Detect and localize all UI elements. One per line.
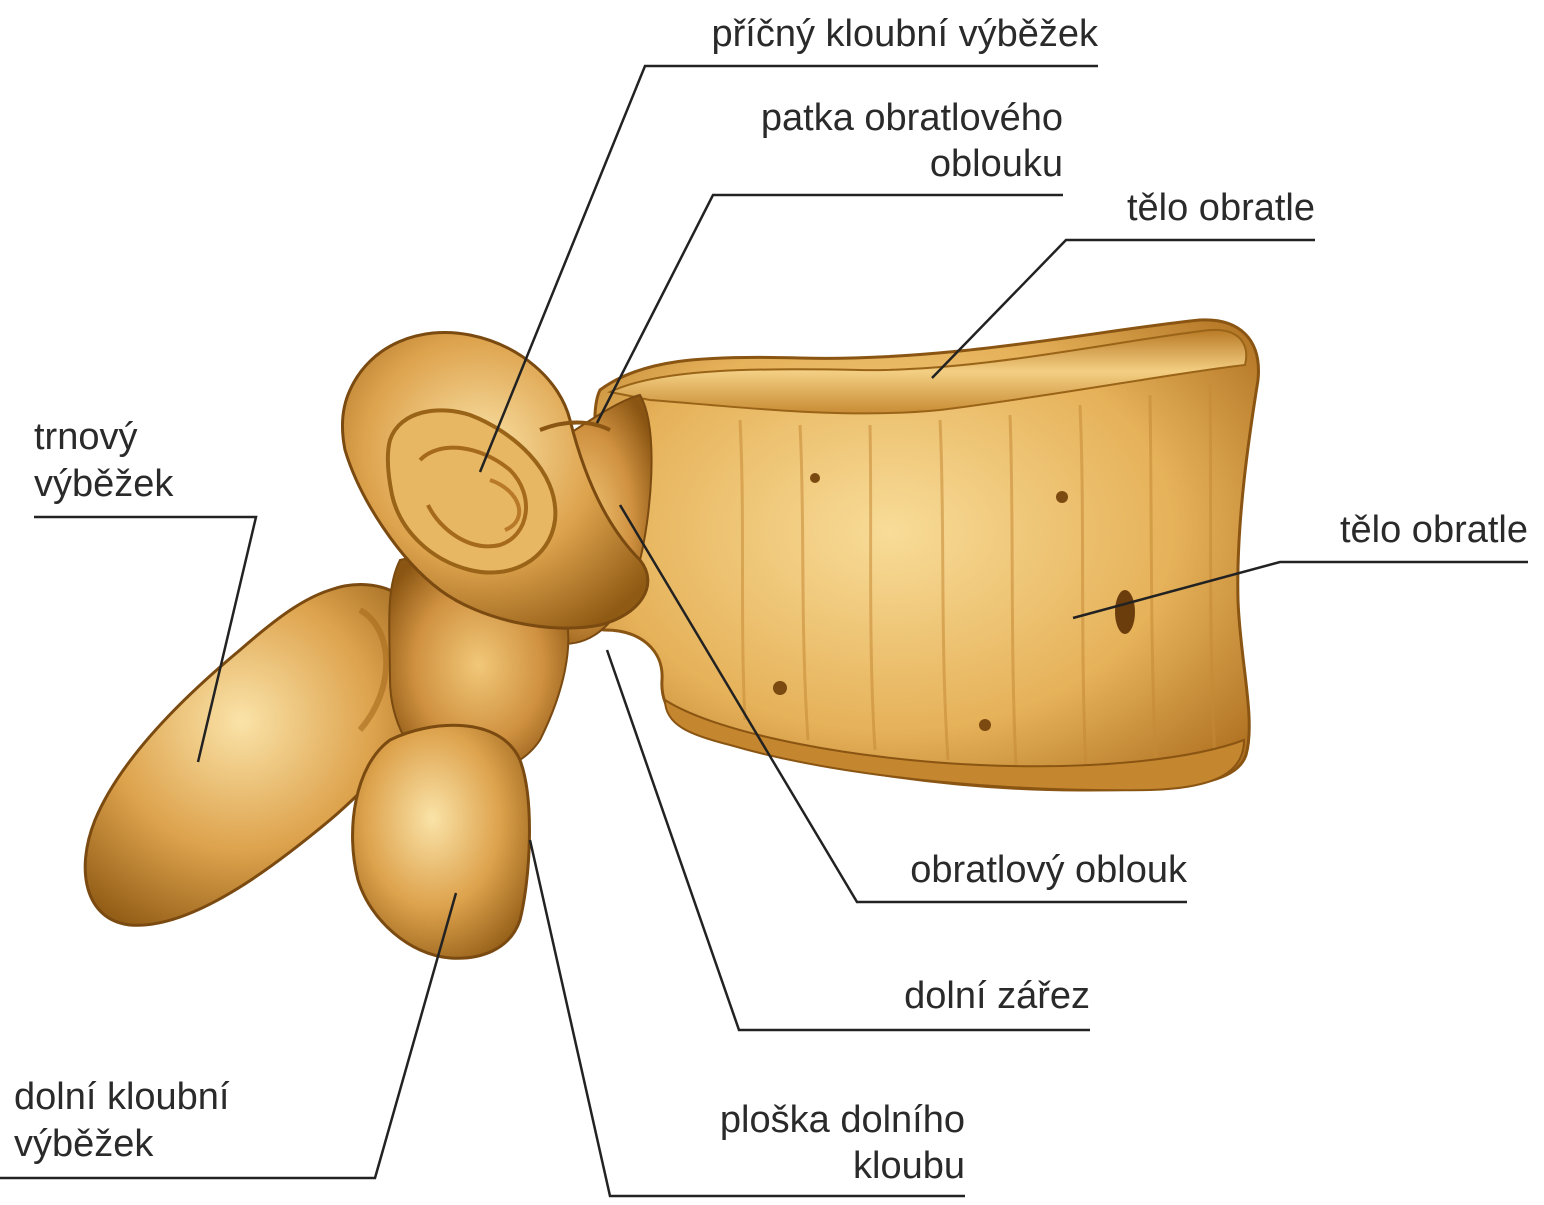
inferior-articular-process-shape	[353, 725, 530, 958]
nutrient-foramen	[1056, 491, 1068, 503]
label-ploska-line1: ploška dolního	[640, 1098, 965, 1142]
label-dolni-kloubni-line2: výběžek	[14, 1122, 153, 1166]
label-dolni-zarez: dolní zářez	[840, 974, 1090, 1018]
label-patka-line2: oblouku	[660, 142, 1063, 186]
nutrient-foramen	[979, 719, 991, 731]
label-trnovy-line2: výběžek	[34, 462, 173, 506]
nutrient-foramen	[773, 681, 787, 695]
nutrient-foramen	[1115, 590, 1135, 634]
leader-ploska	[530, 840, 965, 1196]
label-telo-obratle-right: tělo obratle	[1250, 508, 1528, 552]
label-ploska-line2: kloubu	[640, 1144, 965, 1188]
label-trnovy-line1: trnový	[34, 415, 137, 459]
label-obratlovy-oblouk: obratlový oblouk	[840, 848, 1187, 892]
label-telo-obratle-top: tělo obratle	[1000, 186, 1315, 230]
label-patka-line1: patka obratlového	[660, 96, 1063, 140]
label-pricny-kloubni-vybezek: příčný kloubní výběžek	[640, 12, 1098, 56]
nutrient-foramen	[810, 473, 820, 483]
label-dolni-kloubni-line1: dolní kloubní	[14, 1075, 230, 1119]
